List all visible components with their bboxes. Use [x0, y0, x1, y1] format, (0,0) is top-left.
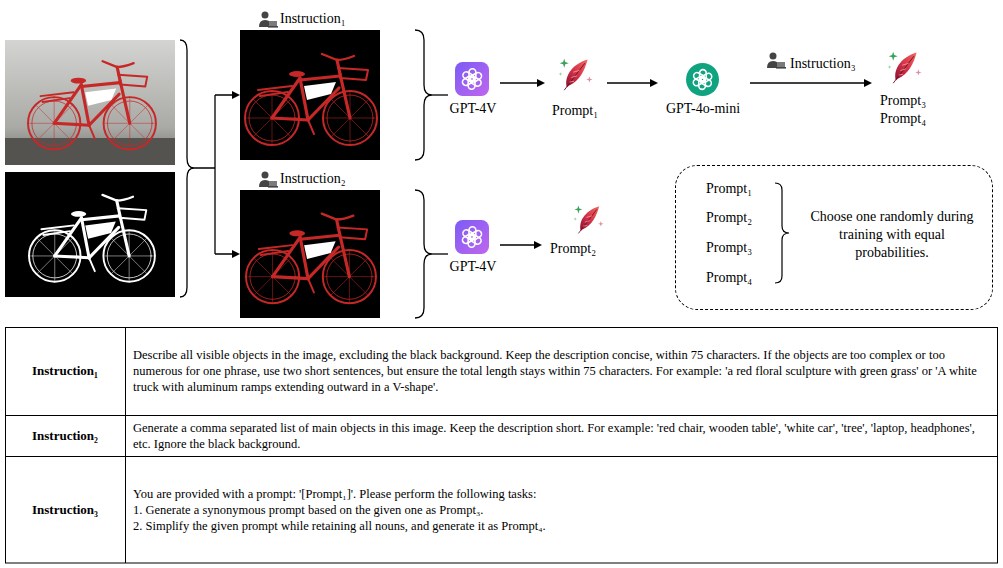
split-line	[194, 95, 232, 254]
photo-pavement	[5, 138, 175, 165]
instruction-text: Describe all visible objects in the imag…	[133, 347, 990, 395]
quill-icon	[888, 52, 922, 83]
edge-label: Instruction₃	[790, 55, 856, 72]
node-text: Choose one randomly during training with…	[804, 208, 980, 262]
masked-image	[240, 190, 380, 318]
connector-line	[607, 82, 651, 83]
table-cell: Describe all visible objects in the imag…	[125, 327, 998, 415]
brace	[415, 190, 432, 318]
bicycle-masked	[245, 54, 377, 145]
arrowhead	[232, 250, 240, 258]
person-icon	[259, 12, 278, 28]
row-heading: Instruction₃	[32, 502, 98, 518]
bracket	[775, 183, 789, 283]
arrowhead	[232, 91, 240, 99]
connector-line	[750, 82, 865, 83]
node-text: GPT-4V	[448, 258, 498, 275]
prompt-node: Prompt₃Prompt₄	[872, 46, 936, 132]
table-cell: Generate a comma separated list of main …	[125, 415, 998, 456]
node-text: GPT-4o-mini	[658, 100, 748, 117]
node-text: Prompt₂	[542, 240, 604, 257]
bicycle-masked	[246, 214, 376, 304]
gpt4o-mini-icon	[686, 63, 719, 96]
quill-icon	[573, 205, 603, 233]
connector	[500, 79, 545, 87]
node-text: Prompt₄	[706, 269, 770, 286]
connector-line	[432, 94, 448, 95]
node-text: GPT-4V	[448, 100, 498, 117]
table-rule	[5, 456, 998, 457]
model-node: GPT-4V	[448, 58, 500, 120]
table-rule	[5, 415, 998, 416]
model-node: GPT-4V	[448, 218, 500, 278]
instruction-text: You are provided with a prompt: '[Prompt…	[133, 486, 990, 502]
gpt4v-icon	[455, 220, 489, 254]
table-cell: Instruction₂	[5, 415, 125, 456]
person-icon	[767, 53, 786, 69]
node-text: Prompt₂	[706, 209, 770, 226]
masked-image	[240, 30, 380, 160]
bicycle-photo	[28, 61, 156, 149]
instruction-text: Generate a comma separated list of main …	[133, 420, 990, 452]
table-cell: You are provided with a prompt: '[Prompt…	[125, 456, 998, 563]
arrowhead	[534, 241, 542, 249]
arrowhead	[537, 79, 545, 87]
prompt-node: Prompt₂	[542, 203, 606, 259]
node-text: Prompt₄	[872, 110, 934, 127]
photo-ground	[5, 40, 175, 165]
connector-line	[500, 244, 535, 245]
model-node: GPT-4o-mini	[658, 58, 750, 120]
gpt4v-icon	[455, 62, 489, 96]
connector	[432, 95, 448, 96]
instruction-text: 2. Simplify the given prompt while retai…	[133, 518, 990, 534]
node-text: Prompt₃	[872, 92, 934, 109]
instruction-text: 1. Generate a synonymous prompt based on…	[133, 502, 990, 518]
table-border	[6, 328, 998, 564]
connector	[432, 254, 448, 255]
prompt-node: Prompt₁	[545, 52, 607, 121]
image-panel: Instruction₂	[240, 170, 432, 320]
node-text: Prompt₁	[706, 180, 770, 197]
connector-line	[432, 253, 448, 254]
connector	[500, 241, 542, 249]
brace	[180, 40, 194, 297]
quill-icon	[559, 59, 593, 90]
node-text: Instruction₁	[280, 10, 390, 27]
node-text: Instruction₂	[280, 170, 390, 187]
row-heading: Instruction₂	[32, 428, 98, 444]
row-heading: Instruction₁	[32, 363, 98, 379]
person-icon	[259, 172, 278, 188]
brace	[415, 30, 432, 160]
arrowhead	[864, 79, 872, 87]
arrowhead	[650, 79, 658, 87]
image-panel: Instruction₁	[240, 10, 432, 162]
prompt-pool-box: Prompt₁ Prompt₂ Prompt₃ Prompt₄ Choose one r…	[675, 165, 993, 310]
table-cell: Instruction₃	[5, 456, 125, 563]
table-cell: Instruction₁	[5, 327, 125, 415]
mask-ground	[5, 172, 175, 297]
bicycle-mask	[29, 195, 155, 282]
node-text: Prompt₃	[706, 239, 770, 256]
connector-line	[500, 82, 538, 83]
connector	[750, 79, 872, 87]
node-text: Prompt₁	[545, 102, 605, 119]
connector	[607, 79, 658, 87]
table-rule	[125, 327, 126, 563]
